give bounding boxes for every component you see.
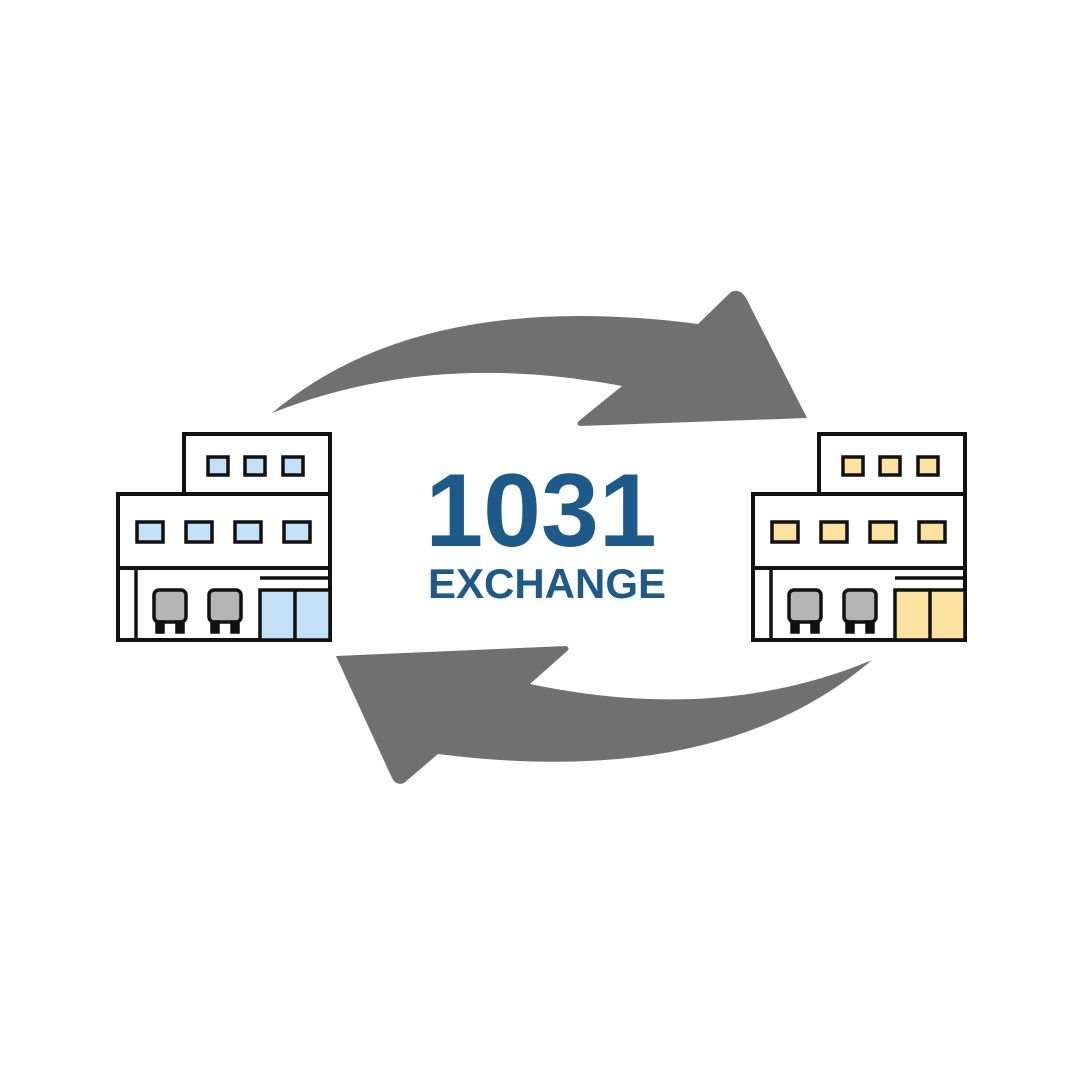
warehouse-building-yellow-icon [751, 432, 967, 642]
bottom-arrow-shape [336, 646, 872, 784]
window [184, 520, 214, 544]
window [819, 520, 849, 544]
window [841, 455, 865, 477]
curved-arrow-right-icon [272, 290, 807, 426]
truck-wheel [155, 620, 165, 634]
window [868, 520, 898, 544]
title-word: EXCHANGE [428, 560, 666, 607]
truck-wheel [230, 620, 240, 634]
window [916, 455, 940, 477]
truck-wheel [845, 620, 855, 634]
top-arrow-shape [272, 290, 807, 426]
window [282, 520, 312, 544]
curved-arrow-left-icon [336, 646, 872, 784]
window [233, 520, 263, 544]
window [770, 520, 800, 544]
window [917, 520, 947, 544]
truck-wheel [210, 620, 220, 634]
truck-icon [207, 588, 243, 624]
truck-icon [842, 588, 878, 624]
truck-icon [152, 588, 188, 624]
window [206, 455, 230, 477]
window [878, 455, 902, 477]
warehouse-building-blue-icon [116, 432, 332, 642]
truck-wheel [175, 620, 185, 634]
truck-wheel [865, 620, 875, 634]
truck-wheel [790, 620, 800, 634]
truck-wheel [810, 620, 820, 634]
window [281, 455, 305, 477]
window [135, 520, 165, 544]
truck-icon [787, 588, 823, 624]
window [243, 455, 267, 477]
title-number: 1031 [425, 453, 656, 569]
